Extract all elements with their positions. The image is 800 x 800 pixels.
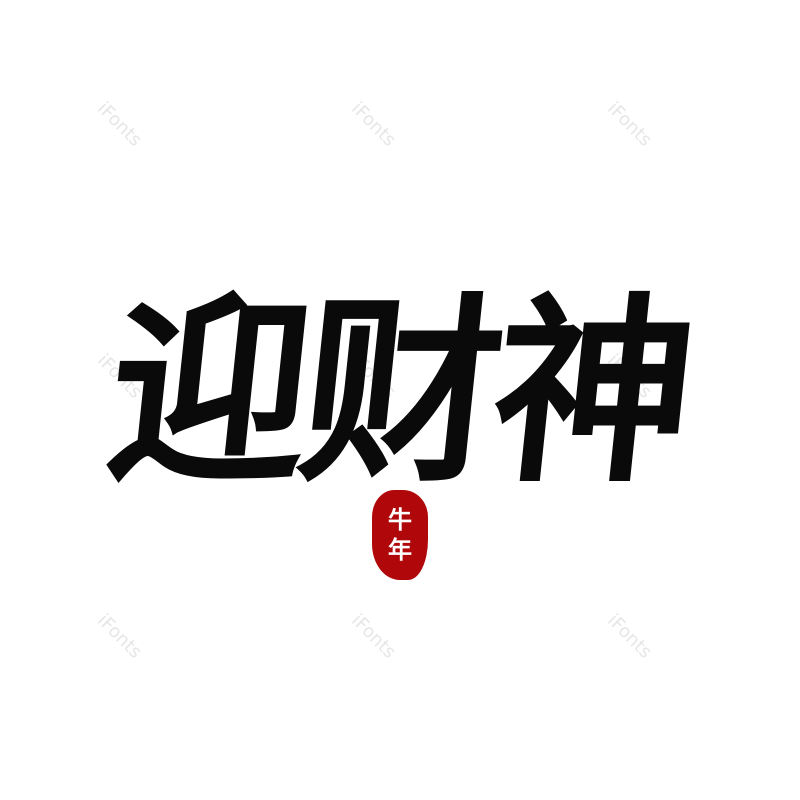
red-seal-stamp: 牛 年: [372, 490, 428, 580]
watermark-text: iFonts: [603, 98, 656, 151]
watermark-text: iFonts: [347, 98, 400, 151]
calligraphy-title: 迎财神: [97, 275, 699, 510]
watermark-text: iFonts: [347, 610, 400, 663]
watermark-text: iFonts: [93, 610, 146, 663]
seal-char-1: 牛: [388, 506, 412, 534]
seal-char-2: 年: [388, 536, 412, 564]
watermark-text: iFonts: [93, 98, 146, 151]
watermark-text: iFonts: [603, 610, 656, 663]
